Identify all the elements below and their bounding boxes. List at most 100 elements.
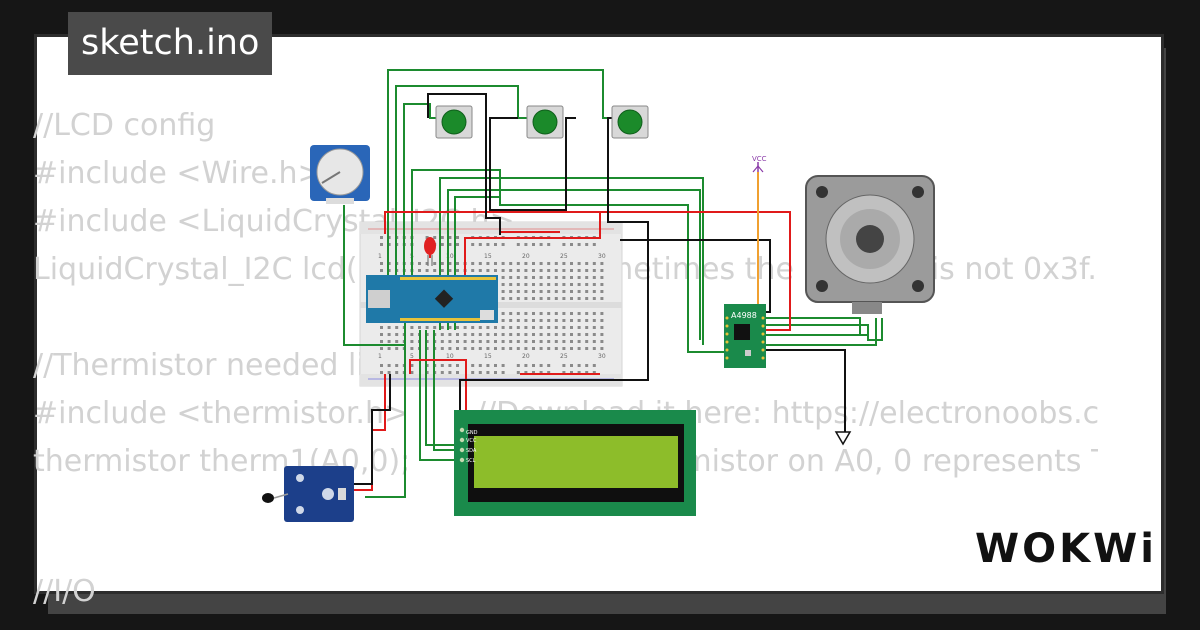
breadboard-hole — [456, 269, 459, 272]
bb-num: 1 — [378, 253, 382, 260]
breadboard-hole — [471, 262, 475, 265]
breadboard-hole — [600, 319, 604, 322]
breadboard-rail-hole — [501, 364, 505, 367]
breadboard-hole — [585, 333, 589, 336]
breadboard-rail-hole — [478, 364, 482, 367]
breadboard-hole — [486, 269, 490, 272]
breadboard-hole — [410, 333, 414, 336]
breadboard-rail-hole — [592, 243, 596, 246]
breadboard-hole — [501, 347, 505, 350]
breadboard-rail-hole — [440, 364, 444, 367]
breadboard-hole — [600, 333, 604, 336]
breadboard-hole — [577, 312, 581, 315]
breadboard-hole — [494, 269, 497, 272]
push-button-3[interactable] — [611, 105, 649, 139]
breadboard-hole — [509, 312, 513, 315]
breadboard-hole — [600, 326, 604, 329]
breadboard-hole — [600, 340, 604, 343]
bb-num: 30 — [598, 353, 606, 360]
breadboard-hole — [524, 276, 528, 279]
breadboard-hole — [433, 269, 437, 272]
breadboard-rail-hole — [539, 243, 543, 246]
breadboard-hole — [539, 326, 543, 329]
breadboard-hole — [516, 319, 520, 322]
red-led[interactable] — [424, 237, 436, 266]
potentiometer[interactable] — [310, 145, 370, 204]
breadboard-hole — [577, 290, 581, 293]
breadboard-hole — [547, 290, 551, 293]
breadboard-hole — [585, 283, 589, 286]
stepper-motor[interactable] — [805, 175, 935, 314]
breadboard-hole — [547, 283, 551, 286]
breadboard-hole — [570, 340, 573, 343]
breadboard-hole — [448, 347, 452, 350]
push-button-1[interactable] — [435, 105, 473, 139]
breadboard-hole — [509, 326, 513, 329]
arduino-nano[interactable] — [366, 275, 498, 323]
breadboard-hole — [592, 262, 596, 265]
breadboard-hole — [509, 297, 513, 300]
breadboard-hole — [577, 319, 581, 322]
breadboard-rail-hole — [532, 243, 535, 246]
bb-num: 25 — [560, 253, 568, 260]
push-button-2[interactable] — [526, 105, 564, 139]
breadboard-hole — [456, 347, 459, 350]
breadboard-hole — [380, 340, 383, 343]
breadboard-rail-hole — [577, 371, 581, 374]
breadboard-rail-hole — [448, 236, 452, 239]
file-name-badge[interactable]: sketch.ino — [68, 12, 273, 75]
breadboard-hole — [425, 326, 429, 329]
breadboard-hole — [486, 347, 490, 350]
breadboard-hole — [380, 262, 383, 265]
breadboard-rail-hole — [380, 243, 383, 246]
breadboard-hole — [501, 333, 505, 336]
breadboard-hole — [440, 326, 444, 329]
breadboard-hole — [570, 290, 573, 293]
breadboard-hole — [547, 269, 551, 272]
breadboard-hole — [547, 326, 551, 329]
breadboard-rail-hole — [577, 243, 581, 246]
a4988-driver[interactable]: A4988 — [724, 304, 766, 368]
breadboard-rail-hole — [380, 236, 383, 239]
breadboard-hole — [471, 269, 475, 272]
breadboard-hole — [600, 276, 604, 279]
breadboard-hole — [516, 312, 520, 315]
bb-num: 10 — [446, 353, 454, 360]
breadboard-hole — [600, 312, 604, 315]
code-line: //LCD config — [33, 108, 216, 143]
lcd-display[interactable]: GND VCC SDA SCL — [454, 410, 696, 516]
thermistor-module[interactable] — [262, 466, 354, 522]
breadboard-rail-hole — [494, 364, 497, 367]
driver-label: A4988 — [731, 311, 757, 320]
breadboard-hole — [539, 297, 543, 300]
breadboard-hole — [387, 333, 391, 336]
breadboard-hole — [592, 326, 596, 329]
breadboard-rail-hole — [425, 236, 429, 239]
breadboard-hole — [509, 333, 513, 336]
breadboard-rail-hole — [516, 243, 520, 246]
breadboard-hole — [554, 262, 558, 265]
breadboard-rail-hole — [592, 364, 596, 367]
breadboard-hole — [524, 283, 528, 286]
breadboard-hole — [478, 333, 482, 336]
breadboard-hole — [418, 262, 421, 265]
breadboard-rail-hole — [547, 364, 551, 367]
breadboard-hole — [463, 347, 467, 350]
breadboard-hole — [433, 262, 437, 265]
breadboard-hole — [592, 290, 596, 293]
breadboard-hole — [478, 262, 482, 265]
breadboard-hole — [570, 276, 573, 279]
breadboard-rail-hole — [486, 243, 490, 246]
breadboard-hole — [532, 333, 535, 336]
breadboard-hole — [600, 262, 604, 265]
breadboard-hole — [532, 319, 535, 322]
breadboard-hole — [456, 262, 459, 265]
breadboard-hole — [448, 340, 452, 343]
breadboard-hole — [585, 326, 589, 329]
bb-num: 20 — [522, 253, 530, 260]
breadboard-hole — [501, 312, 505, 315]
breadboard-hole — [577, 297, 581, 300]
breadboard-hole — [600, 297, 604, 300]
bb-num: 25 — [560, 353, 568, 360]
breadboard-hole — [600, 347, 604, 350]
